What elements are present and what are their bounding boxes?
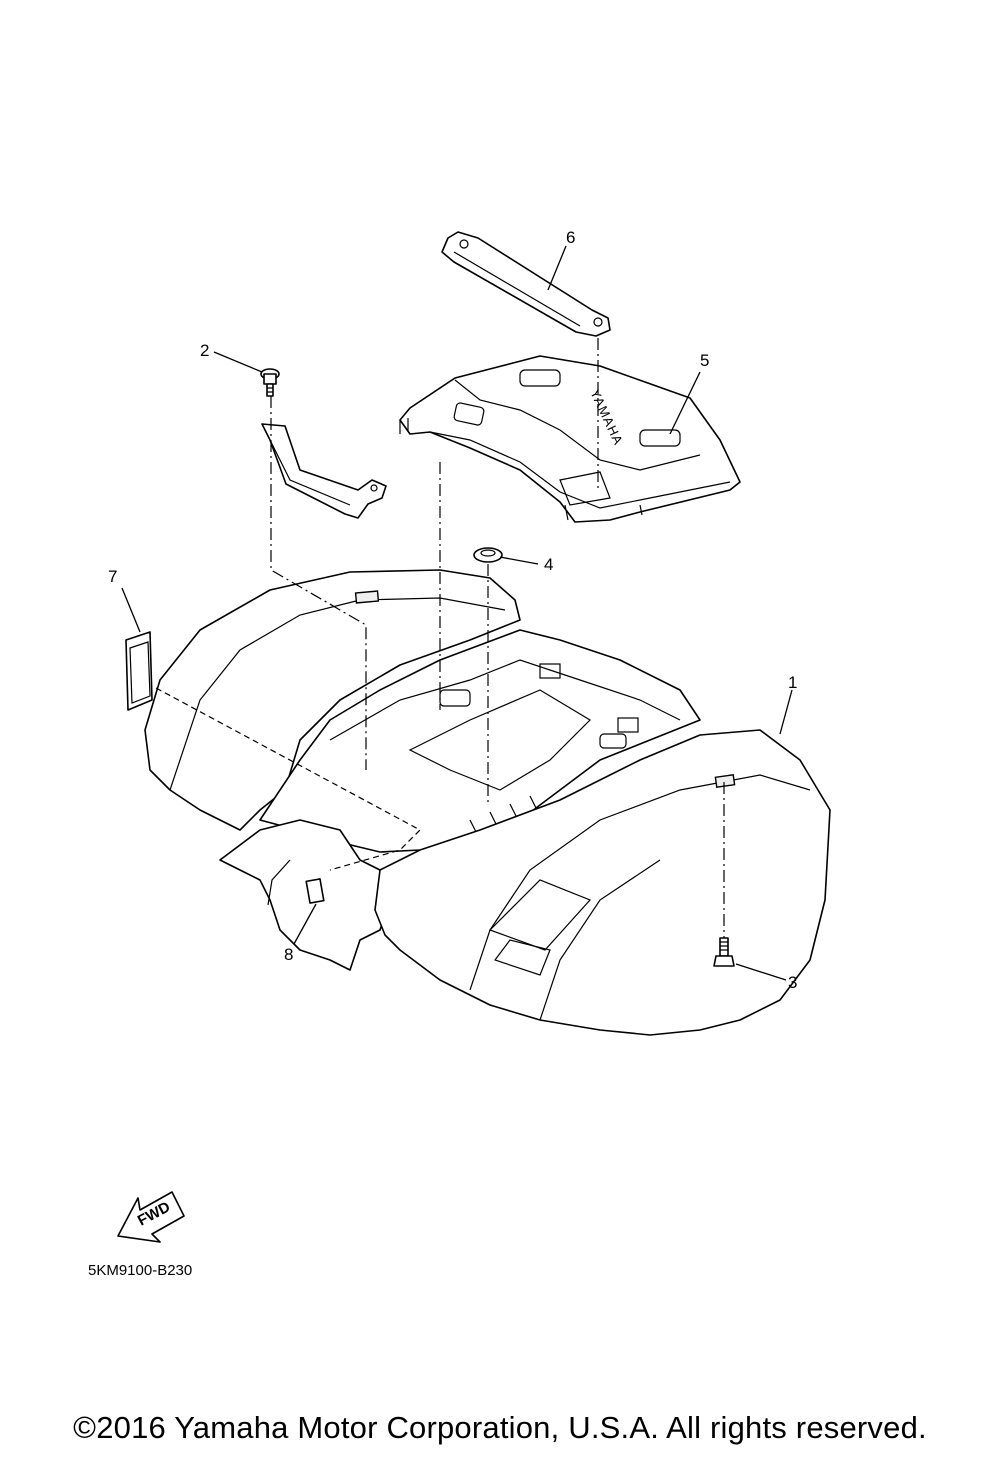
callout-2: 2 <box>200 341 209 360</box>
part-5-rear-cover[interactable]: YAMAHA <box>399 355 741 523</box>
part-7-reflector[interactable] <box>125 631 153 711</box>
diagram-code: 5KM9100-B230 <box>88 1262 193 1279</box>
copyright-notice: ©2016 Yamaha Motor Corporation, U.S.A. A… <box>73 1410 927 1445</box>
part-8-clip <box>305 878 325 904</box>
bracket[interactable] <box>261 423 387 519</box>
callout-1: 1 <box>788 673 797 692</box>
part-2-bolt[interactable] <box>260 368 280 397</box>
callout-6: 6 <box>566 228 575 247</box>
callout-5: 5 <box>700 351 709 370</box>
callout-4: 4 <box>544 555 553 574</box>
part-6-plate[interactable] <box>441 231 611 337</box>
part-4-grommet[interactable] <box>473 547 503 563</box>
callout-8: 8 <box>284 945 293 964</box>
callout-3: 3 <box>788 973 797 992</box>
fwd-arrow-icon: FWD <box>117 1191 185 1243</box>
callout-7: 7 <box>108 567 117 586</box>
